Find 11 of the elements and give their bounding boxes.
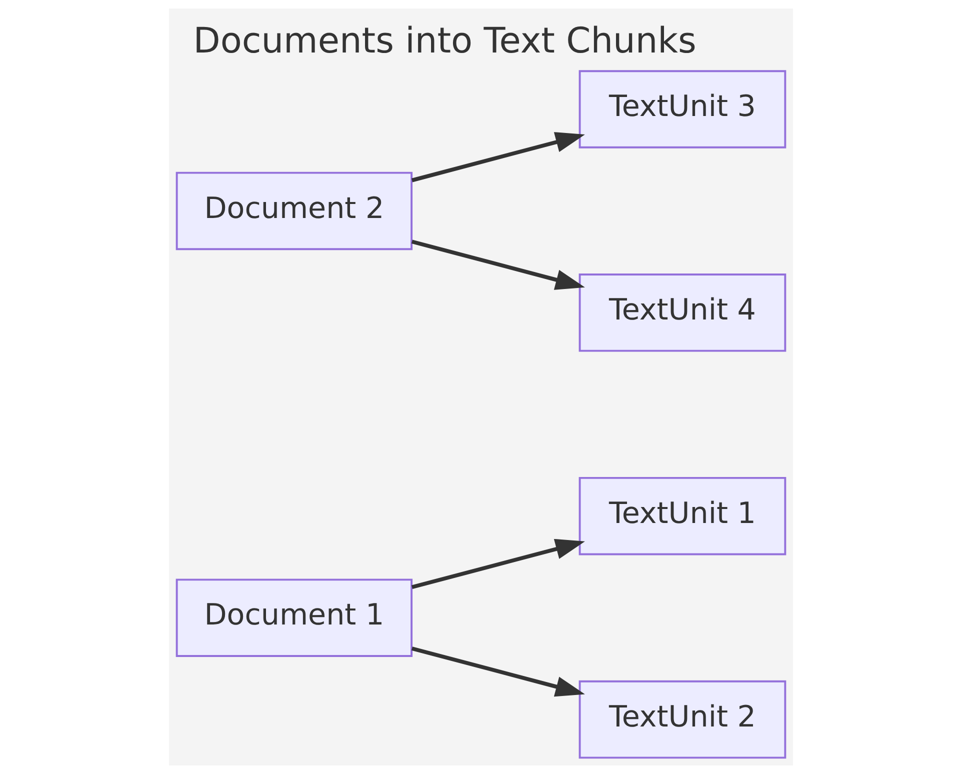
arrow [411,538,585,590]
node-box: TextUnit 2 [578,680,786,759]
node-box: Document 2 [176,172,413,250]
arrow [412,646,585,697]
node-box: TextUnit 3 [578,70,786,148]
node-box: Document 1 [176,578,413,657]
node-box: TextUnit 4 [578,274,786,352]
arrow [411,132,585,182]
arrow [411,240,585,290]
diagram-title: Documents into Text Chunks [193,20,696,62]
node-box: TextUnit 1 [578,476,786,556]
